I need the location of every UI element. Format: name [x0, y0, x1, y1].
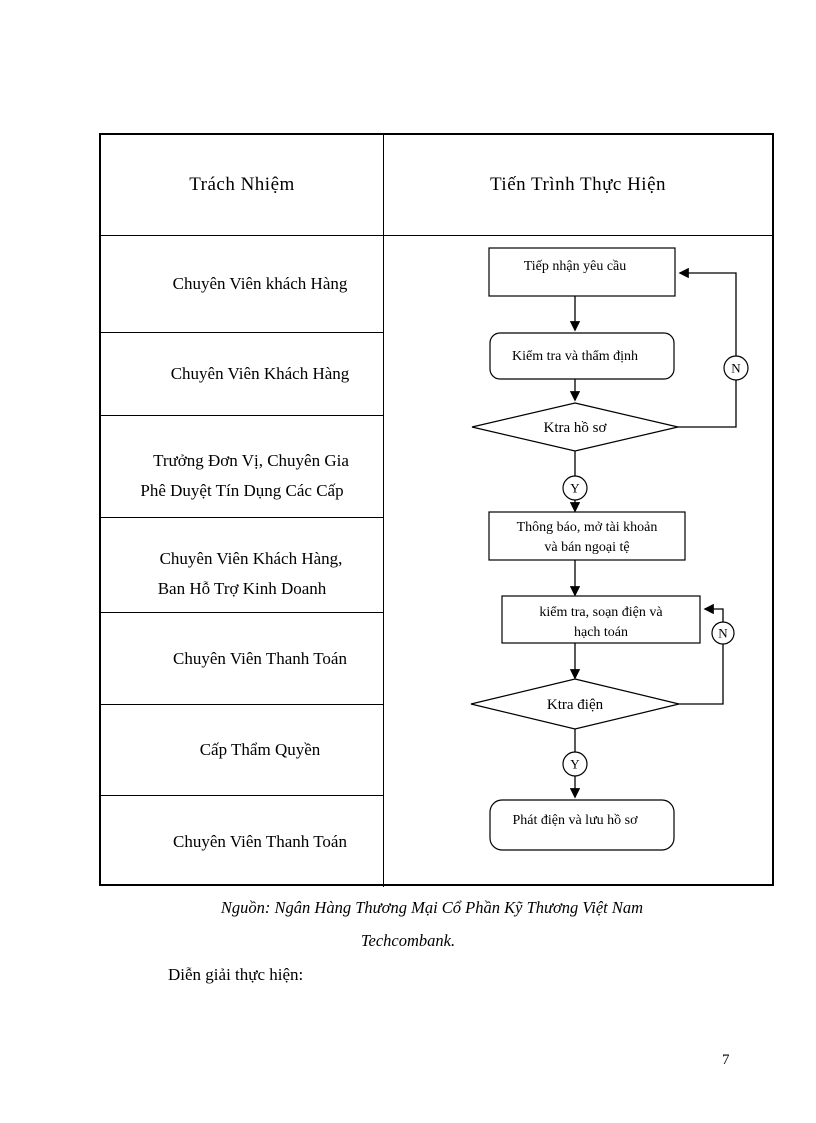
- responsibility-cell-4: Chuyên Viên Khách Hàng, Ban Hỗ Trợ Kinh …: [101, 518, 383, 613]
- column-header-process: Tiến Trình Thực Hiện: [489, 174, 667, 195]
- responsibility-label: Chuyên Viên Thanh Toán: [173, 831, 347, 851]
- process-column: N N Tiếp nhận yêu cầu Kiểm tra và thẩm đ…: [384, 236, 772, 887]
- flow-step-notify-open-account: [488, 511, 686, 561]
- responsibility-cell-3: Trưởng Đơn Vị, Chuyên Gia Phê Duyệt Tín …: [101, 416, 383, 518]
- column-header-responsibility: Trách Nhiệm: [101, 135, 384, 235]
- flow-step-prepare-line2: hạch toán: [574, 625, 628, 640]
- flow-step-prepare-line1: kiểm tra, soạn điện và: [539, 605, 663, 620]
- responsibility-label: Cấp Thẩm Quyền: [199, 740, 321, 759]
- source-caption-line2: Techcombank.: [360, 931, 456, 950]
- no-badge-circle-1: [723, 355, 749, 381]
- page-number: 7: [722, 1052, 730, 1068]
- table-body: Chuyên Viên khách Hàng Chuyên Viên Khách…: [101, 236, 772, 887]
- responsibility-cell-7: Chuyên Viên Thanh Toán: [101, 796, 383, 887]
- responsibility-label: Chuyên Viên Khách Hàng, Ban Hỗ Trợ Kinh …: [157, 549, 343, 598]
- no-badge-circle-2: [711, 621, 735, 645]
- responsibility-label: Chuyên Viên Thanh Toán: [173, 648, 347, 668]
- flow-step-receive-request: [488, 247, 676, 297]
- responsibility-cell-5: Chuyên Viên Thanh Toán: [101, 613, 383, 705]
- flowchart: N N Tiếp nhận yêu cầu Kiểm tra và thẩm đ…: [470, 247, 749, 851]
- responsibility-label: Trưởng Đơn Vị, Chuyên Gia Phê Duyệt Tín …: [140, 450, 349, 500]
- yes-badge-label-2: Y: [570, 757, 580, 772]
- flow-step-release-archive: [489, 799, 675, 851]
- responsibility-label: Chuyên Viên Khách Hàng: [170, 364, 350, 383]
- responsibility-column: Chuyên Viên khách Hàng Chuyên Viên Khách…: [101, 236, 384, 887]
- responsibility-cell-1: Chuyên Viên khách Hàng: [101, 236, 383, 333]
- process-table: Trách Nhiệm Tiến Trình Thực Hiện Chuyên …: [99, 133, 774, 887]
- source-caption: Nguồn: Ngân Hàng Thương Mại Cổ Phần Kỹ T…: [98, 891, 718, 957]
- responsibility-cell-2: Chuyên Viên Khách Hàng: [101, 333, 383, 416]
- body-intro: Diễn giải thực hiện:: [168, 965, 304, 984]
- responsibility-label: Chuyên Viên khách Hàng: [172, 274, 348, 293]
- table-header-row: Trách Nhiệm Tiến Trình Thực Hiện: [101, 135, 772, 236]
- flow-decision-check-message-label: Ktra điện: [547, 697, 604, 713]
- source-caption-line1: Nguồn: Ngân Hàng Thương Mại Cổ Phần Kỹ T…: [220, 898, 644, 917]
- flow-loop-no-2: [679, 603, 724, 705]
- responsibility-cell-6: Cấp Thẩm Quyền: [101, 705, 383, 796]
- flow-step-verify-appraise-label: Kiểm tra và thẩm định: [512, 349, 638, 364]
- flow-step-verify-appraise: [489, 332, 675, 380]
- flow-step-notify-line2: và bán ngoại tệ: [544, 540, 629, 555]
- flow-step-prepare-message: [501, 595, 701, 644]
- flow-decision-check-file-label: Ktra hồ sơ: [544, 420, 608, 436]
- flow-step-release-archive-label: Phát điện và lưu hồ sơ: [512, 813, 638, 828]
- flow-step-receive-request-label: Tiếp nhận yêu cầu: [524, 259, 627, 274]
- flow-step-notify-line1: Thông báo, mở tài khoản: [517, 520, 658, 535]
- no-badge-label-1: N: [731, 361, 741, 376]
- yes-badge-label-1: Y: [570, 481, 580, 496]
- no-badge-label-2: N: [718, 626, 728, 641]
- flow-loop-no-1: [678, 267, 737, 428]
